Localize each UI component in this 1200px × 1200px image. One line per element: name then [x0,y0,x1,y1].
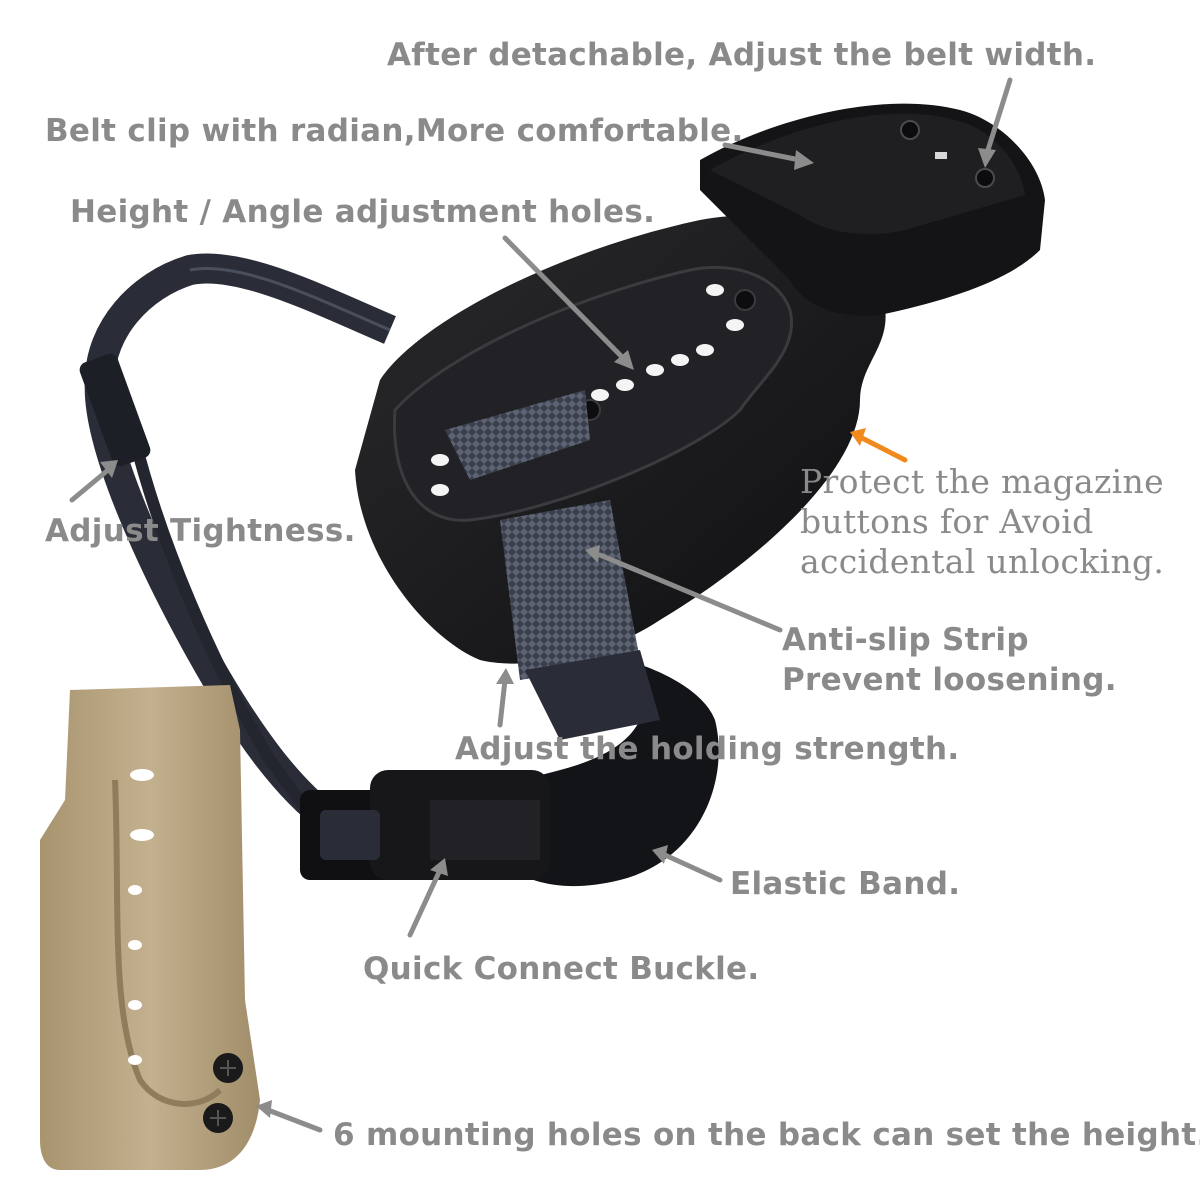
label-height-angle: Height / Angle adjustment holes. [70,194,656,230]
arrow-height-angle [502,235,628,363]
label-elastic-band: Elastic Band. [730,866,961,902]
label-anti-slip-line-2: Prevent loosening. [782,662,1117,698]
label-magazine-protect-line-3: accidental unlocking. [800,542,1165,581]
label-belt-width: After detachable, Adjust the belt width. [387,37,1097,73]
arrow-elastic-band [662,852,723,883]
label-anti-slip: Anti-slip Strip Prevent loosening. [782,620,1117,700]
tan-holster-back [40,685,260,1170]
label-tightness: Adjust Tightness. [45,513,356,549]
anti-slip-strip-shape [445,390,590,480]
arrow-anti-slip [597,552,783,633]
arrow-belt-clip [722,142,803,163]
label-magazine-protect-line-1: Protect the magazine [800,462,1164,501]
label-mounting-holes: 6 mounting holes on the back can set the… [333,1117,1200,1153]
label-buckle: Quick Connect Buckle. [363,951,760,987]
arrow-holding-strength [497,677,508,728]
arrow-magazine-protect [850,428,908,463]
label-anti-slip-line-1: Anti-slip Strip [782,622,1029,658]
arrow-belt-width [985,77,1013,153]
label-belt-clip: Belt clip with radian,More comfortable. [45,113,744,149]
quick-connect-buckle-shape [300,770,550,880]
label-magazine-protect-line-2: buttons for Avoid [800,502,1094,541]
label-magazine-protect: Protect the magazine buttons for Avoid a… [800,462,1190,582]
annotation-arrows [69,77,1013,1133]
label-holding-strength: Adjust the holding strength. [455,731,960,767]
elastic-band-shape [500,650,719,887]
strap-keeper [79,353,151,467]
arrow-buckle [407,867,443,938]
arrow-tightness [69,467,111,503]
arrow-mounting-holes [265,1107,323,1133]
